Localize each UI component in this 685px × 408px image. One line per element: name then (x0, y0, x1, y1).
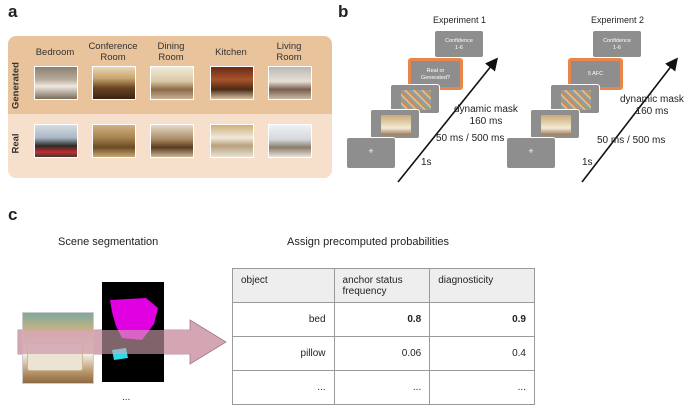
experiment2-mask-label: dynamic mask 160 ms (620, 94, 684, 117)
generated-living-room-image (268, 66, 312, 100)
experiment1-mask-label: dynamic mask 160 ms (454, 104, 518, 127)
arrow-shaft-overlay-map (102, 330, 164, 354)
cell-diagnosticity: 0.9 (429, 302, 535, 337)
experiment1-title: Experiment 1 (433, 15, 487, 25)
generated-conference-room-image (92, 66, 136, 100)
column-label-conference-room: Conference Room (88, 41, 138, 63)
probability-table: object anchor status frequency diagnosti… (232, 268, 535, 405)
experiment2-stimulus-label: 50 ms / 500 ms (597, 135, 666, 146)
table-row: ... ... ... (232, 370, 535, 405)
experiment2-stimulus-card (530, 109, 580, 139)
real-conference-room-image (92, 124, 136, 158)
real-living-room-image (268, 124, 312, 158)
experiment1-mask-image (401, 90, 431, 110)
cell-diagnosticity: ... (429, 370, 535, 405)
experiment2-mask-image (561, 90, 591, 110)
experiment2-confidence-text: Confidence 1-6 (603, 38, 631, 51)
real-dining-room-image (150, 124, 194, 158)
column-label-bedroom: Bedroom (35, 47, 75, 58)
header-object: object (232, 268, 335, 303)
cell-object: pillow (232, 336, 335, 371)
row-label-real: Real (10, 133, 22, 154)
cell-anchor-frequency: 0.8 (333, 302, 431, 337)
panel-letter-b: b (338, 2, 349, 21)
experiment1-stimulus-card (370, 109, 420, 139)
real-kitchen-image (210, 124, 254, 158)
column-label-dining-room: Dining Room (157, 41, 185, 63)
experiment2-confidence-card: Confidence 1-6 (592, 30, 642, 58)
table-row: pillow 0.06 0.4 (232, 336, 535, 371)
experiment2-question-text: 5 AFC (587, 71, 604, 77)
experiment1-fixation-card: + (346, 137, 396, 169)
generated-dining-room-image (150, 66, 194, 100)
experiment1-confidence-text: Confidence 1-6 (445, 38, 473, 51)
real-bedroom-image (34, 124, 78, 158)
generated-kitchen-image (210, 66, 254, 100)
column-label-living-room: Living Room (276, 41, 302, 63)
experiment1-stimulus-image (381, 115, 411, 135)
experiment2-stimulus-image (541, 115, 571, 135)
panel-letter-a: a (8, 2, 18, 21)
cell-object: bed (232, 302, 335, 337)
experiment2-fixation-cross: + (528, 146, 534, 156)
table-row: bed 0.8 0.9 (232, 302, 535, 337)
assign-probabilities-title: Assign precomputed probabilities (287, 236, 450, 248)
experiment2-fixation-card: + (506, 137, 556, 169)
experiment1-stimulus-label: 50 ms / 500 ms (436, 133, 505, 144)
header-diagnosticity: diagnosticity (429, 268, 535, 303)
experiment1-fixation-label: 1s (421, 157, 432, 168)
panel-letter-c: c (8, 205, 18, 224)
segmentation-ellipsis: ... (122, 392, 131, 403)
scene-segmentation-title: Scene segmentation (58, 236, 159, 248)
row-label-generated: Generated (10, 62, 22, 109)
cell-object: ... (232, 370, 335, 405)
cell-diagnosticity: 0.4 (429, 336, 535, 371)
experiment2-fixation-label: 1s (582, 157, 593, 168)
generated-bedroom-image (34, 66, 78, 100)
experiment1-fixation-cross: + (368, 146, 374, 156)
experiment1-question-text: Real or Generated? (420, 68, 451, 81)
cell-anchor-frequency: ... (333, 370, 431, 405)
experiment2-title: Experiment 2 (591, 15, 645, 25)
cell-anchor-frequency: 0.06 (333, 336, 431, 371)
table-header-row: object anchor status frequency diagnosti… (232, 268, 535, 303)
column-label-kitchen: Kitchen (215, 47, 247, 58)
header-anchor-status-frequency: anchor status frequency (333, 268, 431, 303)
experiment1-confidence-card: Confidence 1-6 (434, 30, 484, 58)
